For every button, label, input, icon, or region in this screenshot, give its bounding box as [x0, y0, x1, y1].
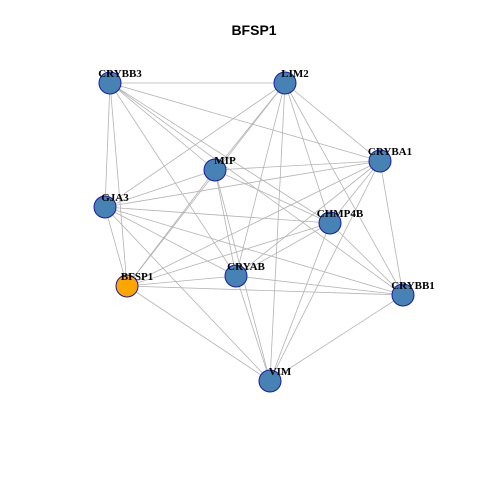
node-crybb1[interactable] — [391, 283, 415, 307]
edge-mip-cryab — [214, 169, 237, 277]
edge-gja3-bfsp1 — [104, 206, 128, 287]
edge-crybb1-vim — [269, 294, 404, 382]
edge-crybb3-cryba1 — [109, 82, 381, 162]
edge-chmp4b-cryab — [235, 222, 331, 277]
node-label-cryba1: CRYBA1 — [368, 146, 412, 158]
node-bfsp1[interactable] — [115, 274, 139, 298]
edge-crybb3-chmp4b — [109, 82, 331, 224]
edge-cryab-crybb1 — [235, 275, 404, 296]
node-label-crybb3: CRYBB3 — [98, 68, 142, 80]
edge-bfsp1-vim — [126, 285, 271, 382]
edge-crybb3-cryab — [109, 82, 237, 277]
node-layer — [93, 71, 415, 393]
edge-lim2-gja3 — [104, 82, 286, 208]
node-crybb3[interactable] — [98, 71, 122, 95]
edge-cryba1-gja3 — [104, 160, 381, 208]
edge-mip-bfsp1 — [126, 169, 216, 287]
node-label-vim: VIM — [269, 366, 292, 378]
node-label-crybb1: CRYBB1 — [391, 280, 435, 292]
edge-lim2-cryab — [235, 82, 286, 277]
edge-lim2-crybb1 — [284, 82, 404, 296]
node-label-mip: MIP — [214, 155, 236, 167]
node-mip[interactable] — [203, 158, 227, 182]
node-label-chmp4b: CHMP4B — [317, 208, 364, 220]
node-label-gja3: GJA3 — [101, 192, 129, 204]
edge-cryba1-crybb1 — [379, 160, 404, 296]
edge-mip-gja3 — [104, 169, 216, 208]
graph-title: BFSP1 — [231, 22, 276, 38]
edge-chmp4b-bfsp1 — [126, 222, 331, 287]
edge-chmp4b-crybb1 — [329, 222, 404, 296]
node-gja3[interactable] — [93, 195, 117, 219]
edge-crybb3-mip — [109, 82, 216, 171]
node-cryab[interactable] — [224, 264, 248, 288]
edge-lim2-bfsp1 — [126, 82, 286, 287]
edge-gja3-vim — [104, 206, 271, 382]
edge-bfsp1-crybb1 — [126, 285, 404, 296]
edge-lim2-cryba1 — [284, 82, 381, 162]
edge-gja3-cryab — [104, 206, 237, 277]
node-lim2[interactable] — [273, 71, 297, 95]
edge-mip-chmp4b — [214, 169, 331, 224]
edge-cryba1-bfsp1 — [126, 160, 381, 287]
edge-cryba1-cryab — [235, 160, 381, 277]
node-cryba1[interactable] — [368, 149, 392, 173]
edge-crybb3-gja3 — [104, 82, 111, 208]
edge-cryba1-mip — [214, 160, 381, 171]
edge-chmp4b-vim — [269, 222, 331, 382]
node-label-bfsp1: BFSP1 — [121, 271, 153, 283]
edge-gja3-crybb1 — [104, 206, 404, 296]
edge-cryba1-chmp4b — [329, 160, 381, 224]
node-vim[interactable] — [258, 369, 282, 393]
node-label-lim2: LIM2 — [281, 68, 309, 80]
node-chmp4b[interactable] — [318, 211, 342, 235]
edge-lim2-chmp4b — [284, 82, 331, 224]
edge-cryba1-vim — [269, 160, 381, 382]
edge-bfsp1-cryab — [126, 275, 237, 287]
edge-lim2-vim — [269, 82, 286, 382]
node-label-cryab: CRYAB — [227, 261, 265, 273]
edge-gja3-chmp4b — [104, 206, 331, 224]
edge-layer — [104, 82, 404, 382]
edge-crybb3-bfsp1 — [109, 82, 128, 287]
edge-cryab-vim — [235, 275, 271, 382]
